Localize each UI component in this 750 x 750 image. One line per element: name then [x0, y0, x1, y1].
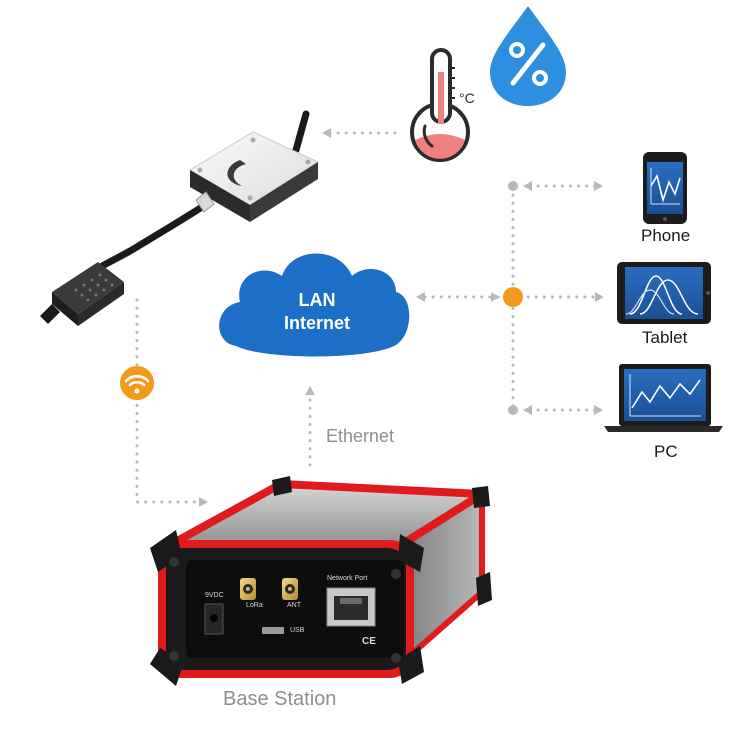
port-label-usb: USB	[290, 627, 305, 634]
ethernet-port	[326, 587, 376, 627]
ant-connector	[282, 578, 298, 600]
tablet-label: Tablet	[642, 328, 688, 347]
antenna	[292, 110, 310, 154]
cloud-label-internet: Internet	[283, 313, 350, 333]
cloud-label-lan: LAN	[298, 290, 336, 310]
base-body-side	[396, 494, 482, 652]
port-label-ant: ANT	[287, 602, 301, 609]
humidity-percent-icon	[490, 6, 566, 106]
sensor-box-left	[190, 170, 250, 222]
arrow-into-pc	[594, 405, 603, 415]
arrow-into-cloud-right	[416, 292, 425, 302]
wifi-icon	[120, 366, 154, 400]
arrow-into-phone	[594, 181, 603, 191]
arrow-into-base	[199, 497, 208, 507]
port-label-lora: LoRa	[246, 602, 263, 609]
pc-device	[604, 364, 723, 432]
arrow-into-tablet	[595, 292, 604, 302]
phone-label: Phone	[641, 226, 691, 245]
lora-antenna-connector	[240, 578, 256, 600]
bus-node-bottom	[508, 405, 518, 415]
ce-mark: CE	[362, 636, 376, 647]
wireless-sensor	[40, 110, 320, 326]
arrow-into-cloud	[305, 386, 315, 395]
connection-arrowheads	[199, 128, 604, 507]
bus-node-top	[508, 181, 518, 191]
arrow-out-hub	[491, 292, 500, 302]
probe-head	[40, 262, 124, 326]
base-station-device	[150, 476, 492, 686]
line-sensor-to-base	[135, 298, 202, 504]
thermometer-celsius-icon	[410, 48, 470, 162]
ethernet-label: Ethernet	[326, 426, 395, 446]
cloud-label: LAN Internet	[272, 289, 362, 335]
probe-cable	[91, 201, 209, 276]
thermometer-unit-label: °C	[459, 90, 475, 106]
usb-port	[262, 627, 284, 634]
cloud-shape	[219, 253, 410, 357]
arrow-into-bus-pc	[523, 405, 532, 415]
sensor-logo	[227, 160, 246, 186]
port-label-network: Network Port	[327, 575, 368, 582]
connection-lines	[135, 131, 602, 504]
arrow-into-sensor	[322, 128, 331, 138]
arrow-into-bus-phone	[523, 181, 532, 191]
tablet-device	[617, 262, 711, 324]
base-body-top	[168, 484, 482, 548]
base-station-label: Base Station	[223, 688, 337, 710]
hub-node	[503, 287, 523, 307]
port-label-power: 9VDC	[205, 592, 224, 599]
phone-device	[643, 152, 687, 224]
cable-gland	[195, 191, 215, 213]
sensor-box-right	[250, 162, 318, 222]
pc-label: PC	[654, 442, 678, 461]
